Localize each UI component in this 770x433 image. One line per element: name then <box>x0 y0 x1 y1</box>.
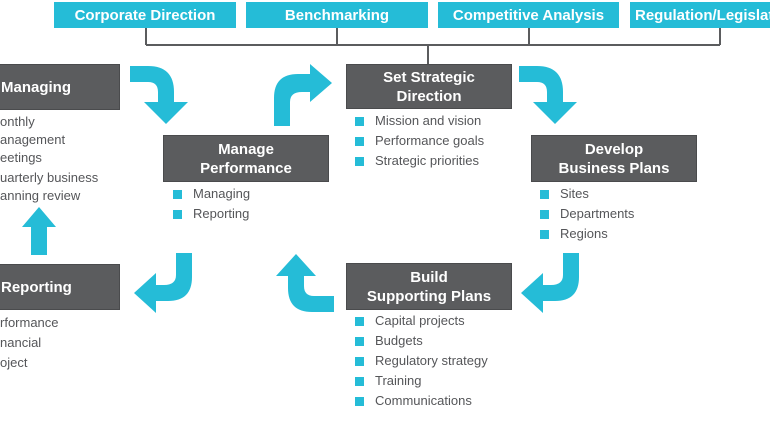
list-item-text: Capital projects <box>375 313 465 328</box>
square-bullet-icon <box>355 376 364 386</box>
list-item: oject <box>0 355 28 370</box>
list-item-text: Strategic priorities <box>375 153 480 168</box>
input-regulation-legislation: Regulation/Legislation <box>630 2 770 28</box>
list-item: Regions <box>540 224 634 244</box>
node-title-line2: Performance <box>200 159 292 177</box>
list-item: nancial <box>0 335 42 350</box>
square-bullet-icon <box>355 136 364 146</box>
node-managing: Managing <box>0 64 120 110</box>
square-bullet-icon <box>355 396 364 406</box>
list-item: eetings <box>0 150 42 165</box>
node-develop-business-plans: Develop Business Plans <box>531 135 697 182</box>
square-bullet-icon <box>355 336 364 346</box>
node-title: Reporting <box>1 278 72 296</box>
list-item: Capital projects <box>355 311 488 331</box>
input-corporate-direction: Corporate Direction <box>54 2 236 28</box>
curved-arrow-icon <box>130 66 188 124</box>
list-develop-business-plans: Sites Departments Regions <box>540 184 634 244</box>
list-build-supporting-plans: Capital projects Budgets Regulatory stra… <box>355 311 488 411</box>
square-bullet-icon <box>173 209 182 219</box>
list-item-text: Communications <box>375 393 472 408</box>
list-item: Regulatory strategy <box>355 351 488 371</box>
square-bullet-icon <box>540 209 549 219</box>
list-item: Strategic priorities <box>355 151 484 171</box>
up-arrow-icon <box>22 207 56 255</box>
list-item: Sites <box>540 184 634 204</box>
node-reporting: Reporting <box>0 264 120 310</box>
list-item: onthly <box>0 114 35 129</box>
list-item: uarterly business <box>0 170 99 185</box>
list-reporting: rformance nancial oject <box>0 313 59 373</box>
list-item: Budgets <box>355 331 488 351</box>
list-item: Mission and vision <box>355 111 484 131</box>
list-item-text: Performance goals <box>375 133 485 148</box>
node-title-line1: Develop <box>584 140 644 158</box>
square-bullet-icon <box>355 156 364 166</box>
input-benchmarking: Benchmarking <box>246 2 428 28</box>
square-bullet-icon <box>173 189 182 199</box>
node-title-line2: Direction <box>396 87 462 105</box>
list-item: anning review <box>0 188 81 203</box>
square-bullet-icon <box>355 116 364 126</box>
list-item-text: Departments <box>560 206 635 221</box>
square-bullet-icon <box>355 356 364 366</box>
node-manage-performance: Manage Performance <box>163 135 329 182</box>
list-item: rformance <box>0 315 59 330</box>
list-item: Training <box>355 371 488 391</box>
square-bullet-icon <box>355 316 364 326</box>
list-managing: onthly anagement eetings uarterly busine… <box>0 113 98 205</box>
list-item-text: Budgets <box>375 333 423 348</box>
list-item-text: Regions <box>560 226 608 241</box>
list-manage-performance: Managing Reporting <box>173 184 250 224</box>
list-item-text: Sites <box>560 186 589 201</box>
node-set-strategic-direction: Set Strategic Direction <box>346 64 512 109</box>
node-build-supporting-plans: Build Supporting Plans <box>346 263 512 310</box>
input-competitive-analysis: Competitive Analysis <box>438 2 619 28</box>
square-bullet-icon <box>540 229 549 239</box>
curved-arrow-icon <box>134 253 192 313</box>
list-item-text: Training <box>375 373 422 388</box>
curved-arrow-icon <box>519 66 577 124</box>
curved-arrow-icon <box>276 254 334 312</box>
list-item-text: Mission and vision <box>375 113 482 128</box>
list-item-text: Regulatory strategy <box>375 353 488 368</box>
list-item: anagement <box>0 132 66 147</box>
curved-arrow-icon <box>274 64 332 126</box>
list-item: Communications <box>355 391 488 411</box>
list-set-strategic-direction: Mission and vision Performance goals Str… <box>355 111 484 171</box>
node-title: Managing <box>1 78 71 96</box>
list-item-text: Reporting <box>193 206 250 221</box>
node-title-line1: Manage <box>218 140 274 158</box>
list-item: Managing <box>173 184 250 204</box>
list-item: Departments <box>540 204 634 224</box>
curved-arrow-icon <box>521 253 579 313</box>
node-title-line2: Business Plans <box>558 159 670 177</box>
node-title-line2: Supporting Plans <box>366 287 492 305</box>
list-item-text: Managing <box>193 186 251 201</box>
list-item: Reporting <box>173 204 250 224</box>
square-bullet-icon <box>540 189 549 199</box>
list-item: Performance goals <box>355 131 484 151</box>
node-title-line1: Set Strategic <box>383 68 475 86</box>
node-title-line1: Build <box>410 268 448 286</box>
